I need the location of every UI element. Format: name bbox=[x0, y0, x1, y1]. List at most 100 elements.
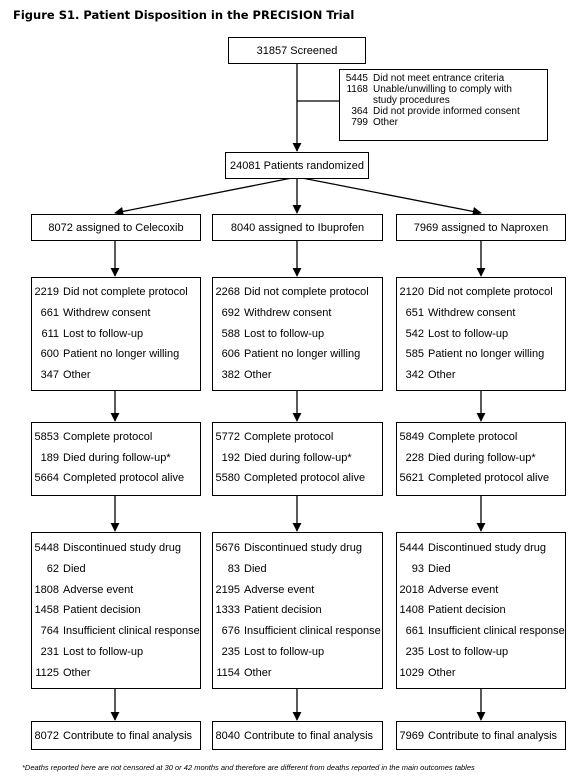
item-label: Discontinued study drug bbox=[63, 542, 182, 554]
item-label: Died bbox=[244, 562, 267, 575]
item-label: Lost to follow-up bbox=[428, 327, 509, 340]
list-item: 588 Lost to follow-up bbox=[213, 328, 324, 341]
item-count: 5853 bbox=[34, 431, 59, 443]
item-label: Contribute to final analysis bbox=[63, 730, 193, 742]
item-label: Adverse event bbox=[63, 583, 134, 596]
footnote: *Deaths reported here are not censored a… bbox=[22, 763, 475, 772]
item-label: Lost to follow-up bbox=[244, 327, 325, 340]
list-item: 5580 Completed protocol alive bbox=[213, 472, 366, 485]
item-count: 7969 bbox=[399, 730, 424, 742]
item-count: 676 bbox=[221, 625, 240, 638]
item-label: Patient no longer willing bbox=[63, 348, 180, 361]
item-label: Contribute to final analysis bbox=[244, 730, 374, 742]
assigned-label: 7969 assigned to Naproxen bbox=[413, 221, 549, 234]
item-count: 2219 bbox=[34, 286, 59, 298]
item-label: Other bbox=[63, 369, 91, 382]
item-count: 2120 bbox=[399, 286, 424, 298]
item-label: Patient decision bbox=[63, 604, 141, 617]
item-count: 62 bbox=[46, 562, 59, 575]
item-count: 5849 bbox=[399, 431, 424, 443]
item-count: 5621 bbox=[399, 472, 424, 484]
item-count: 1333 bbox=[215, 604, 240, 617]
assigned-label: 8040 assigned to Ibuprofen bbox=[230, 221, 365, 234]
item-count: 382 bbox=[221, 369, 240, 382]
item-count: 83 bbox=[227, 562, 240, 575]
assigned-box-celecoxib: 8072 assigned to Celecoxib bbox=[31, 214, 201, 241]
item-count: 192 bbox=[221, 451, 240, 464]
item-label: Did not complete protocol bbox=[63, 286, 188, 298]
item-label: Died bbox=[428, 562, 451, 575]
screened-box: 31857 Screened bbox=[228, 37, 366, 64]
item-label: Completed protocol alive bbox=[244, 472, 366, 484]
list-item: 2219 Did not complete protocol bbox=[32, 286, 188, 299]
figure-title: Figure S1. Patient Disposition in the PR… bbox=[13, 8, 355, 22]
item-count: 5444 bbox=[399, 542, 424, 554]
item-count: 228 bbox=[405, 451, 424, 464]
item-count: 189 bbox=[40, 451, 59, 464]
item-count: 1408 bbox=[399, 604, 424, 617]
assigned-box-ibuprofen: 8040 assigned to Ibuprofen bbox=[212, 214, 383, 241]
list-item: 1808 Adverse event bbox=[32, 583, 134, 597]
item-count: 764 bbox=[40, 625, 59, 638]
item-count: 1029 bbox=[399, 666, 424, 679]
item-label: Lost to follow-up bbox=[428, 646, 509, 658]
item-count: 585 bbox=[405, 348, 424, 361]
item-label: Completed protocol alive bbox=[63, 472, 185, 484]
item-count: 588 bbox=[221, 327, 240, 340]
item-count: 651 bbox=[405, 306, 424, 319]
item-label: Patient no longer willing bbox=[244, 348, 361, 361]
randomized-label: 24081 Patients randomized bbox=[230, 159, 364, 172]
item-count: 1808 bbox=[34, 583, 59, 596]
list-item: 2195 Adverse event bbox=[213, 583, 315, 597]
item-label: Withdrew consent bbox=[63, 306, 151, 319]
item-count: 235 bbox=[221, 646, 240, 658]
list-item: 5849 Complete protocol bbox=[397, 431, 518, 444]
item-count: 342 bbox=[405, 369, 424, 382]
list-item: 5853 Complete protocol bbox=[32, 431, 153, 444]
item-count: 2195 bbox=[215, 583, 240, 596]
item-label: Completed protocol alive bbox=[428, 472, 550, 484]
item-label: Complete protocol bbox=[63, 431, 153, 443]
item-label: Adverse event bbox=[244, 583, 315, 596]
screened-label: 31857 Screened bbox=[256, 44, 338, 57]
randomized-box: 24081 Patients randomized bbox=[225, 152, 369, 179]
item-label: Other bbox=[428, 666, 456, 679]
item-label: Lost to follow-up bbox=[63, 646, 144, 658]
item-label: Died bbox=[63, 562, 86, 575]
item-label: Insufficient clinical response bbox=[244, 625, 381, 638]
item-label: Did not complete protocol bbox=[244, 286, 369, 298]
list-item: 5621 Completed protocol alive bbox=[397, 472, 550, 485]
item-count: 2018 bbox=[399, 583, 424, 596]
item-count: 5580 bbox=[215, 472, 240, 484]
item-label: Complete protocol bbox=[428, 431, 518, 443]
item-label: Withdrew consent bbox=[244, 306, 332, 319]
list-item: 676 Insufficient clinical response bbox=[213, 625, 381, 638]
